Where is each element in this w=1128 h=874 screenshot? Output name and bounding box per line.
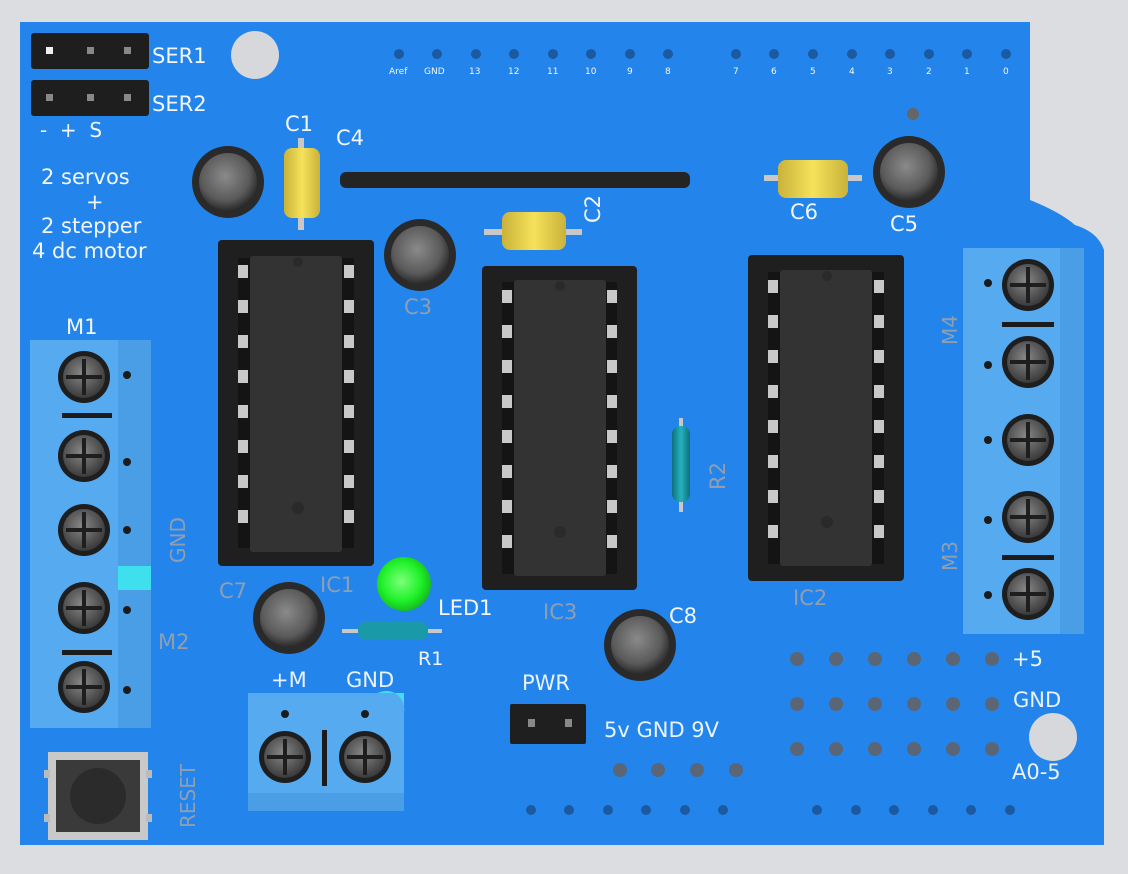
pin-label-aref: Aref	[389, 67, 408, 77]
screw-plus-m[interactable]	[259, 731, 311, 783]
label-gnd-motor: GND	[166, 517, 190, 563]
label-plus5: +5	[1012, 647, 1043, 671]
pin-label-0: 0	[1003, 67, 1009, 77]
label-plus-m: +M	[271, 668, 307, 692]
screw-m3-b[interactable]	[1002, 568, 1054, 620]
pin-label-8: 8	[665, 67, 671, 77]
pin-label-5: 5	[810, 67, 816, 77]
feature-line-1: 2 servos	[41, 165, 130, 189]
pin-label-11: 11	[547, 67, 559, 77]
feature-line-3: 2 stepper	[41, 214, 142, 238]
led1-light	[377, 557, 431, 611]
pin-label-10: 10	[585, 67, 597, 77]
resistor-r1-body	[342, 622, 442, 640]
ic3-chip	[482, 266, 637, 590]
screw-m4-a[interactable]	[1002, 259, 1054, 311]
screw-power-gnd[interactable]	[339, 731, 391, 783]
label-analog-gnd: GND	[1013, 688, 1062, 712]
label-r1: R1	[418, 648, 444, 670]
label-c4: C4	[336, 126, 365, 150]
label-c7: C7	[219, 579, 248, 603]
ser2-label: SER2	[152, 92, 207, 116]
label-c3: C3	[404, 295, 433, 319]
top-pin-dots	[394, 49, 1011, 59]
label-reset: RESET	[176, 763, 200, 828]
servo-polarity-label: - + S	[40, 118, 103, 142]
analog-header-grid	[790, 652, 999, 756]
label-ic3: IC3	[543, 600, 578, 624]
capacitor-c7-bottom-body	[253, 582, 325, 654]
pad-dot	[907, 108, 919, 120]
pin-label-3: 3	[887, 67, 893, 77]
reset-button[interactable]	[44, 752, 152, 840]
mount-hole-top	[231, 31, 279, 79]
label-c1: C1	[285, 112, 314, 136]
label-pwr: PWR	[522, 671, 571, 695]
pwr-jumper[interactable]	[510, 704, 586, 744]
label-c8: C8	[669, 604, 698, 628]
resistor-r2-body	[672, 418, 690, 512]
pin-label-1: 1	[964, 67, 970, 77]
screw-m1-a[interactable]	[58, 351, 110, 403]
pin-label-gnd: GND	[424, 67, 445, 77]
pin-label-9: 9	[627, 67, 633, 77]
feature-line-2: +	[86, 190, 104, 214]
pin-label-6: 6	[771, 67, 777, 77]
capacitor-c7-body	[192, 146, 264, 218]
ser1-header[interactable]	[31, 33, 149, 69]
label-r2: R2	[706, 462, 730, 490]
label-m4: M4	[938, 315, 962, 345]
capacitor-c6-body	[764, 160, 862, 198]
label-a0-5: A0-5	[1012, 760, 1061, 784]
pin-label-2: 2	[926, 67, 932, 77]
capacitor-c2-body	[484, 212, 582, 250]
pin-label-12: 12	[508, 67, 520, 77]
label-c5: C5	[890, 212, 919, 236]
screw-m1-b[interactable]	[58, 430, 110, 482]
label-jumper-options: 5v GND 9V	[604, 718, 720, 742]
ic1-chip	[218, 240, 374, 566]
label-led1: LED1	[438, 596, 493, 620]
capacitor-c5-body	[873, 136, 945, 208]
screw-m4-b[interactable]	[1002, 336, 1054, 388]
capacitor-c3-body	[384, 219, 456, 291]
screw-gnd-right[interactable]	[1002, 414, 1054, 466]
capacitor-c8-body	[604, 609, 676, 681]
label-ic2: IC2	[793, 586, 828, 610]
pin-label-4: 4	[849, 67, 855, 77]
ser1-label: SER1	[152, 44, 207, 68]
ser2-header[interactable]	[31, 80, 149, 116]
screw-m2-a[interactable]	[58, 582, 110, 634]
bottom-pin-dots	[526, 805, 1015, 815]
label-ic1: IC1	[320, 573, 355, 597]
label-m2: M2	[158, 630, 190, 654]
label-power-gnd: GND	[346, 668, 395, 692]
label-c2: C2	[581, 194, 605, 223]
label-m3: M3	[938, 541, 962, 571]
mount-hole-bottom-right	[1029, 713, 1077, 761]
pin-label-13: 13	[469, 67, 481, 77]
c4-strip	[340, 172, 690, 188]
capacitor-c1-body	[284, 138, 320, 230]
feature-line-4: 4 dc motor	[32, 239, 147, 263]
label-c6: C6	[790, 200, 819, 224]
screw-gnd-left[interactable]	[58, 504, 110, 556]
label-m1: M1	[66, 315, 98, 339]
pin-label-7: 7	[733, 67, 739, 77]
screw-m2-b[interactable]	[58, 661, 110, 713]
ic2-chip	[748, 255, 904, 581]
jumper-pin-dots	[613, 763, 743, 777]
screw-m3-a[interactable]	[1002, 491, 1054, 543]
